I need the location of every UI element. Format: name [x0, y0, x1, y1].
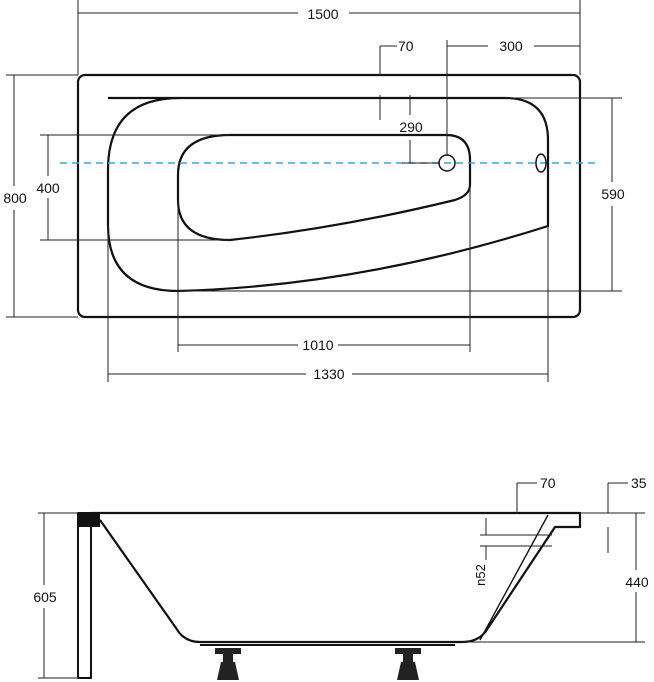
dim-drain-offset: 300 [446, 38, 581, 155]
dim-edge-height: 35 [607, 475, 647, 553]
label-inner-width-right: 590 [601, 186, 625, 202]
label-panel-height: 605 [33, 589, 57, 605]
dim-bath-depth: 440 [462, 512, 654, 643]
label-basin-width-left: 400 [36, 180, 60, 196]
tub-floor [176, 133, 472, 242]
label-inner-length: 1330 [313, 366, 344, 382]
dim-basin-width-left: 400 [36, 134, 230, 241]
label-rim-thickness: 70 [540, 475, 556, 491]
label-drain-offset: 300 [499, 38, 523, 54]
front-panel [77, 512, 92, 679]
tub-outer-rim [76, 73, 582, 319]
dim-rim-offset: 70 [379, 38, 414, 75]
label-bath-depth: 440 [625, 574, 649, 590]
dim-overall-width: 800 [0, 74, 78, 318]
dim-inner-length: 1330 [107, 225, 549, 382]
side-view: 605 70 35 440 [28, 475, 654, 680]
dim-panel-height: 605 [28, 512, 78, 679]
foot-left [215, 648, 241, 680]
tub-inner-basin [106, 96, 550, 293]
panel-top-cap [78, 513, 100, 527]
dim-basin-length: 1010 [177, 185, 471, 353]
tub-inner-wall [479, 514, 549, 641]
label-basin-length: 1010 [302, 337, 333, 353]
overflow-hole [535, 153, 547, 173]
foot-right [395, 648, 421, 680]
label-rim-offset: 70 [398, 38, 414, 54]
label-overall-width: 800 [3, 190, 27, 206]
top-view: 1500 70 300 290 [0, 0, 625, 382]
label-overall-length: 1500 [307, 6, 338, 22]
label-overflow-diameter: n52 [473, 564, 488, 586]
tub-body-profile [91, 511, 582, 644]
label-overflow-offset: 290 [399, 119, 423, 135]
dim-overflow-offset: 290 [379, 95, 440, 164]
label-edge-height: 35 [631, 475, 647, 491]
dim-rim-thickness: 70 [516, 475, 556, 513]
dim-overflow-diameter: n52 [473, 518, 552, 586]
